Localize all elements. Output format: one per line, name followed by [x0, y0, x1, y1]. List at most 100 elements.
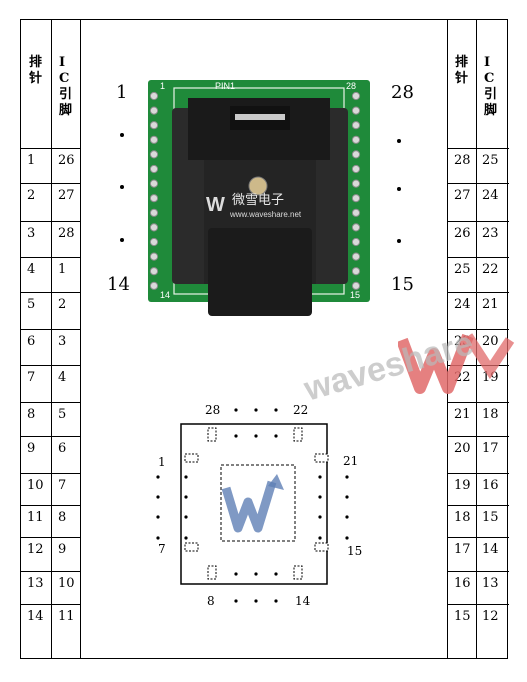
left-pin-cell: 5: [27, 297, 36, 312]
chip-label-15: 15: [347, 544, 363, 558]
right-pin-cell: 17: [454, 542, 471, 557]
grid-line: [447, 505, 509, 506]
pin-dot: [397, 139, 401, 143]
left-ic-cell: 2: [58, 297, 67, 312]
chip-pin-dot: [318, 475, 322, 479]
left-ic-cell: 6: [58, 441, 67, 456]
right-ic-cell: 18: [482, 407, 499, 422]
grid-line: [447, 436, 509, 437]
left-ic-cell: 11: [58, 609, 75, 624]
chip-pin-dot: [234, 434, 238, 438]
chip-pad: [293, 427, 303, 442]
grid-line: [21, 473, 80, 474]
chip-pin-dot: [184, 495, 188, 499]
right-ic-cell: 12: [482, 609, 499, 624]
header-ic-left: IC引脚: [59, 55, 73, 118]
socket-photo: PIN1 1 28 14 15 微雪电子 www.waveshare.net W: [148, 80, 370, 316]
right-ic-cell: 25: [482, 153, 499, 168]
grid-line: [21, 329, 80, 330]
left-pin-cell: 12: [27, 542, 44, 557]
left-ic-cell: 28: [58, 226, 75, 241]
header-pin-right: 排针: [455, 55, 469, 86]
right-pin-cell: 27: [454, 188, 471, 203]
right-pin-cell: 19: [454, 478, 471, 493]
right-ic-cell: 22: [482, 262, 499, 277]
chip-pin-dot: [318, 515, 322, 519]
socket-spring: [235, 114, 285, 120]
chip-pad: [293, 565, 303, 580]
chip-pin-dot: [318, 495, 322, 499]
pad-left: [149, 208, 159, 217]
chip-die: [220, 464, 296, 542]
grid-line: [447, 148, 509, 149]
right-pin-cell: 15: [454, 609, 471, 624]
socket-label-14: 14: [107, 274, 130, 295]
chip-pin-dot: [156, 515, 160, 519]
grid-line: [21, 537, 80, 538]
right-ic-cell: 14: [482, 542, 499, 557]
grid-line: [447, 257, 509, 258]
left-pin-cell: 1: [27, 153, 36, 168]
right-ic-cell: 17: [482, 441, 499, 456]
pad-left: [149, 135, 159, 144]
chip-pin-dot: [274, 599, 278, 603]
right-ic-cell: 21: [482, 297, 499, 312]
left-pin-cell: 8: [27, 407, 36, 422]
right-pin-cell: 16: [454, 576, 471, 591]
left-pin-cell: 13: [27, 576, 44, 591]
chip-pin-dot: [234, 572, 238, 576]
chip-pin-dot: [234, 408, 238, 412]
chip-pin-dot: [345, 536, 349, 540]
chip-pin-dot: [345, 495, 349, 499]
chip-pin-dot: [274, 408, 278, 412]
right-ic-cell: 23: [482, 226, 499, 241]
pin-dot: [397, 187, 401, 191]
pad-right: [351, 194, 361, 203]
pad-right: [351, 267, 361, 276]
grid-line: [21, 257, 80, 258]
socket-label-1: 1: [116, 82, 128, 103]
header-ic-right: IC引脚: [484, 55, 498, 118]
pin-dot: [120, 185, 124, 189]
grid-line: [447, 221, 509, 222]
pad-left: [149, 106, 159, 115]
right-pin-cell: 20: [454, 441, 471, 456]
left-ic-cell: 27: [58, 188, 75, 203]
socket-screw: [248, 176, 268, 196]
left-ic-cell: 1: [58, 262, 67, 277]
chip-body: [180, 423, 328, 585]
grid-line: [21, 148, 80, 149]
left-pin-cell: 2: [27, 188, 36, 203]
right-pin-cell: 25: [454, 262, 471, 277]
chip-logo: [221, 474, 284, 533]
grid-line: [447, 292, 509, 293]
pad-right: [351, 164, 361, 174]
socket-latch: [208, 228, 312, 316]
right-pin-cell: 18: [454, 510, 471, 525]
header-pin-left: 排针: [29, 55, 43, 86]
chip-pad: [207, 565, 217, 580]
grid-line: [21, 436, 80, 437]
socket-label-15: 15: [391, 274, 414, 295]
grid-line: [21, 571, 80, 572]
chip-pad: [314, 542, 329, 552]
silk-14: 14: [160, 290, 170, 300]
left-pin-cell: 9: [27, 441, 36, 456]
left-ic-cell: 3: [58, 334, 67, 349]
pad-right: [351, 237, 361, 247]
left-pin-cell: 10: [27, 478, 44, 493]
chip-pad: [314, 453, 329, 463]
grid-line: [21, 505, 80, 506]
chip-pad: [184, 453, 199, 463]
pad-left: [149, 121, 159, 130]
chip-label-8: 8: [207, 594, 215, 608]
chip-label-21: 21: [343, 454, 359, 468]
grid-line: [447, 402, 509, 403]
left-pin-cell: 3: [27, 226, 36, 241]
right-ic-cell: 24: [482, 188, 499, 203]
pad-left: [149, 194, 159, 203]
right-ic-cell: 15: [482, 510, 499, 525]
grid-line: [21, 221, 80, 222]
left-ic-cell: 5: [58, 407, 67, 422]
left-ic-cell: 8: [58, 510, 67, 525]
